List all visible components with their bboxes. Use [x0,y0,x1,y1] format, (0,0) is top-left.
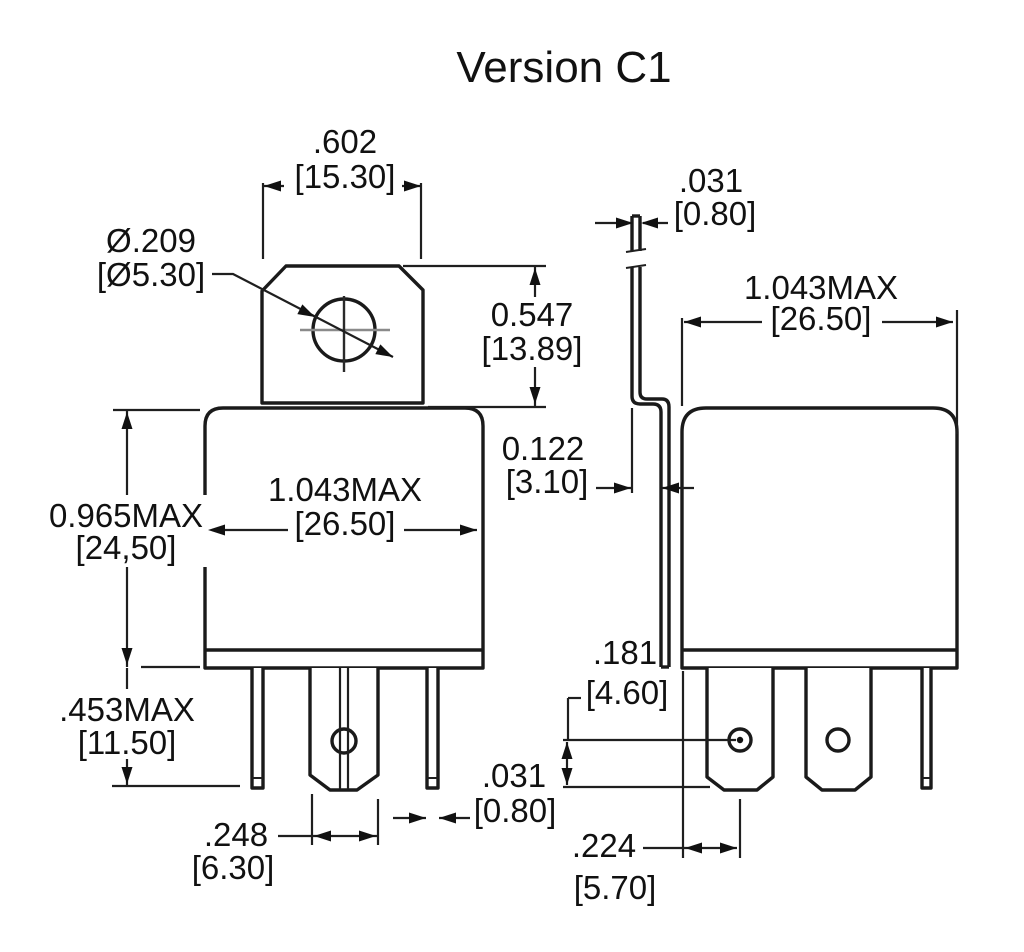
dim-pin-length-inch: .453MAX [59,691,195,728]
side-view-labels: .031 [0.80] 1.043MAX [26.50] 0.122 [3.10… [502,162,898,906]
dim-hole-dia-inch: Ø.209 [106,222,196,259]
dim-tab-height-inch: 0.547 [491,296,574,333]
label-masks [40,157,882,759]
dim-center-pin-width-inch: .248 [204,816,268,853]
dim-body-to-hole-inch: .224 [572,827,636,864]
dim-body-height-mm: [24,50] [76,529,177,566]
dim-side-body-width-mm: [26.50] [771,300,872,337]
dim-front-body-width-inch: 1.043MAX [268,471,422,508]
dim-bracket-offset-inch: 0.122 [502,430,585,467]
dim-pin-thickness-inch: .031 [482,757,546,794]
side-pin-1-hole-center [736,736,744,744]
dim-front-body-width-mm: [26.50] [295,505,396,542]
front-view-labels: Ø.209 [Ø5.30] .602 [15.30] 0.547 [13.89]… [49,123,583,886]
dim-tab-width-inch: .602 [313,123,377,160]
dim-pin-length-mm: [11.50] [78,724,176,761]
front-pin-left [250,668,265,790]
dim-center-pin-width-mm: [6.30] [192,849,275,886]
dim-hole-to-pin-tip-mm: [4.60] [586,674,669,711]
dim-hole-dia-mm: [Ø5.30] [97,256,205,293]
side-pin-2-hole [825,727,851,753]
dim-hole-to-pin-tip-inch: .181 [593,634,657,671]
dim-side-body-width-inch: 1.043MAX [744,269,898,306]
dim-bracket-thickness-mm: [0.80] [674,195,757,232]
side-bracket [625,214,671,669]
dim-bracket-offset-mm: [3.10] [506,463,589,500]
front-view [203,264,485,792]
dim-body-height-inch: 0.965MAX [49,497,203,534]
dim-bracket-thickness-inch: .031 [679,162,743,199]
side-pin-3 [920,668,933,790]
front-pin-center-hole [330,727,358,755]
side-body [680,406,959,670]
dim-tab-width-mm: [15.30] [295,158,396,195]
dim-body-to-hole-mm: [5.70] [574,869,657,906]
dim-tab-height-mm: [13.89] [482,330,583,367]
front-pin-right [425,668,440,790]
dim-pin-thickness-mm: [0.80] [474,792,557,829]
side-view [625,214,959,792]
drawing-title: Version C1 [456,43,671,92]
